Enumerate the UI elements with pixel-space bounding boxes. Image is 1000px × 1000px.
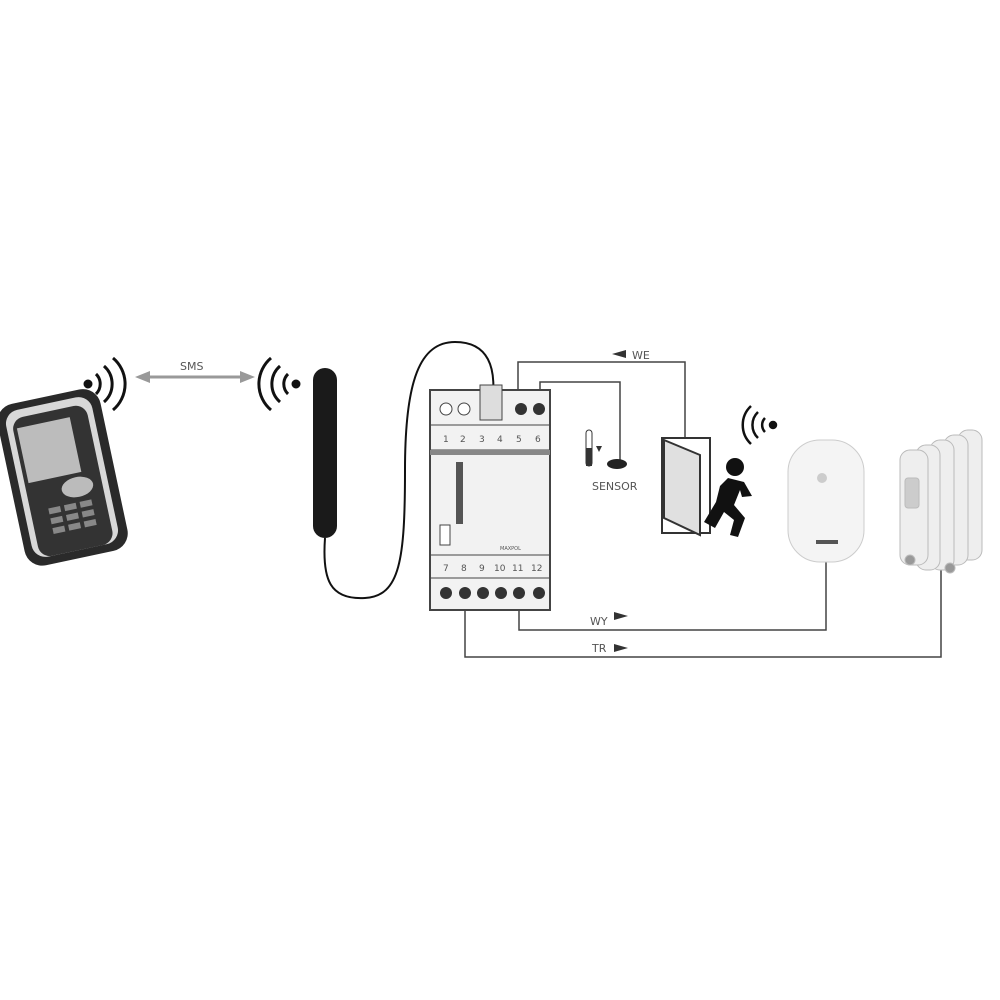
sensor-label: SENSOR [592,480,638,493]
terminal-7: 7 [443,564,449,574]
wireless-signal-icon [83,356,127,412]
terminal-2: 2 [460,435,466,445]
sms-label: SMS [180,360,203,373]
terminal-1: 1 [443,435,449,445]
sms-arrow [135,371,255,383]
terminal-4: 4 [497,435,503,445]
gsm-controller: MAXPOL [429,384,551,611]
arrow-left-icon [612,350,626,358]
terminal-3: 3 [479,435,485,445]
wiring [464,361,942,658]
mobile-phone [0,389,128,566]
terminal-6: 6 [535,435,541,445]
antenna [313,340,495,600]
oil-radiator [899,429,983,574]
temperature-sensor-icon [585,429,627,469]
arrow-right-icon [614,612,628,620]
terminal-8: 8 [461,564,467,574]
terminal-numbers-top: 1 2 3 4 5 6 [443,435,541,445]
door-intruder-icon [661,437,752,537]
terminal-9: 9 [479,564,485,574]
terminal-11: 11 [512,564,523,574]
terminal-10: 10 [494,564,506,574]
model-label: MAXPOL [500,546,521,552]
arrow-right-icon [614,644,628,652]
we-label: WE [632,349,650,362]
terminal-12: 12 [531,564,542,574]
terminal-numbers-bottom: 7 8 9 10 11 12 [443,564,542,574]
wy-label: WY [590,615,608,628]
wireless-signal-icon [257,356,301,412]
wireless-signal-icon [741,405,778,445]
tr-label: TR [591,642,607,655]
water-heater [787,439,865,563]
terminal-5: 5 [516,435,522,445]
